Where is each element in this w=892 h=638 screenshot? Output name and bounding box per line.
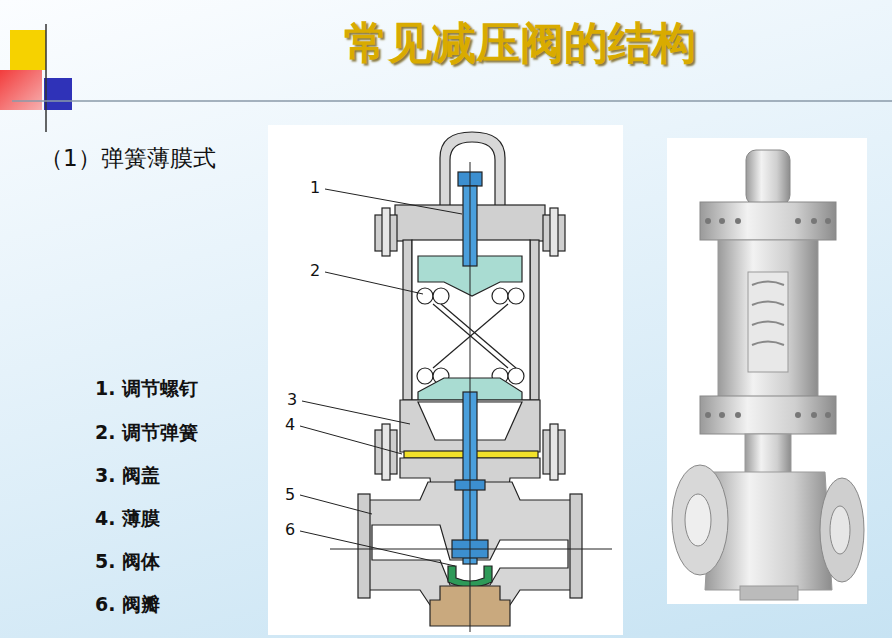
cross-section xyxy=(268,125,623,635)
legend-item: 3. 阀盖 xyxy=(95,463,160,489)
legend-item: 1. 调节螺钉 xyxy=(95,376,198,402)
legend-item: 5. 阀体 xyxy=(95,549,160,575)
callout-number: 2 xyxy=(310,261,320,280)
subtitle: （1）弹簧薄膜式 xyxy=(40,143,216,174)
slide-title: 常见减压阀的结构 xyxy=(344,14,696,73)
callout-number: 1 xyxy=(310,178,320,197)
valve-photo xyxy=(667,138,867,604)
legend-item: 6. 阀瓣 xyxy=(95,592,160,618)
callout-number: 4 xyxy=(285,415,295,434)
legend-item: 2. 调节弹簧 xyxy=(95,420,198,446)
callout-number: 5 xyxy=(285,485,295,504)
leader-line xyxy=(300,189,462,566)
callout-number: 6 xyxy=(285,520,295,539)
callout-number: 3 xyxy=(287,390,297,409)
legend-item: 4. 薄膜 xyxy=(95,506,160,532)
